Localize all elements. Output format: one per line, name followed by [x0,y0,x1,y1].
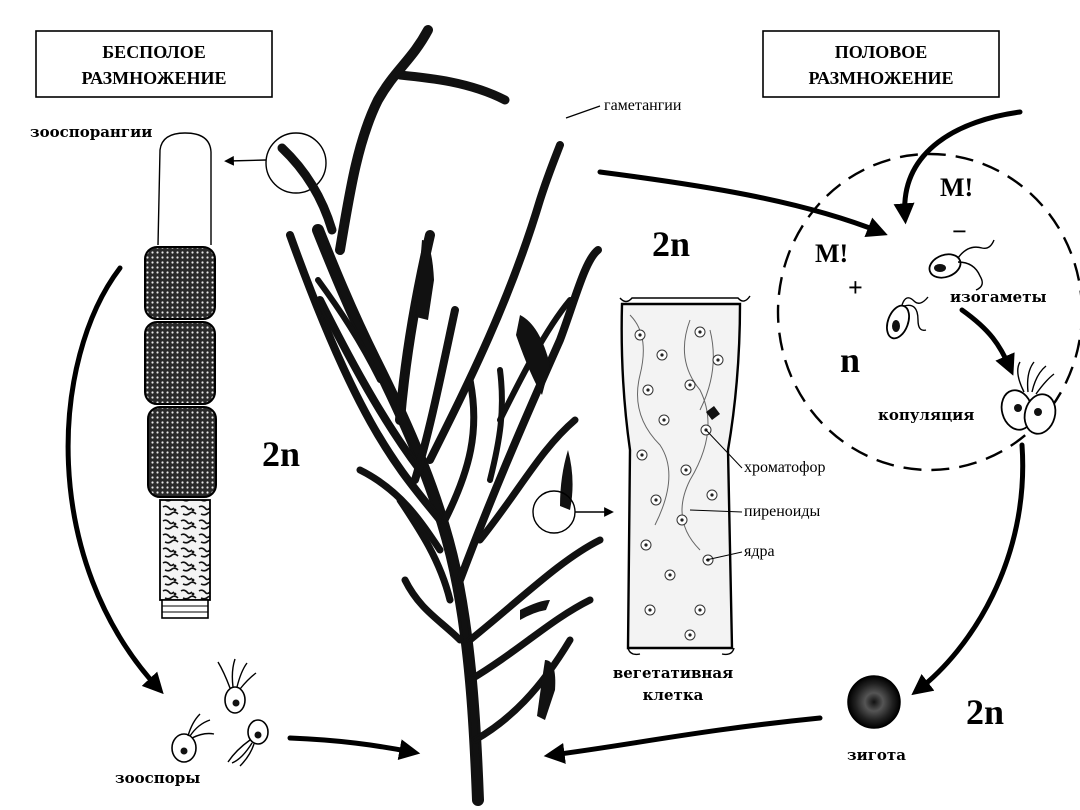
arrow-isogametes-to-copulation [959,307,1015,376]
chromatophore-label: хроматофор [744,459,826,476]
zoospore-top [217,658,257,714]
arrow-zoospores-to-thallus [287,735,421,760]
ploidy-left: 2n [262,434,300,474]
sexual-box-line2: РАЗМНОЖЕНИЕ [808,68,953,88]
sexual-reproduction-box: ПОЛОВОЕ РАЗМНОЖЕНИЕ [762,30,1000,98]
zoosporangium-filament [144,132,217,619]
plus-sign: + [848,273,863,302]
chromatophore-pointer [705,429,743,469]
branching-thallus [277,25,604,806]
nuclei-pointer [705,551,743,561]
vegetative-cell-label-line2: клетка [643,686,704,704]
isogamete-plus [886,296,929,340]
haploid-phase-oval [776,152,1080,472]
minus-sign: − [952,217,967,246]
zoosporangia-label: зооспорангии [30,123,152,141]
zoospore-left [171,713,215,763]
vegetative-cell-label-line1: вегетативная [613,664,733,682]
pyrenoids-label: пиреноиды [744,503,820,520]
meiosis-mark-top: М! [940,173,973,202]
arrow-copulation-to-zygote [911,442,1026,696]
zoosporangia-callout-circle [265,132,327,194]
arrow-into-oval-top [893,109,1023,225]
arrow-to-isogametes [597,169,888,238]
sexual-box-line1: ПОЛОВОЕ [835,42,928,62]
zoosporangia-pointer [224,155,267,166]
meiosis-mark-left: М! [815,239,848,268]
zoospore-right [227,719,269,767]
arrow-sporangium-to-zoospores [65,265,164,695]
ploidy-center: 2n [652,224,690,264]
isogamete-minus [928,239,995,291]
asexual-box-line1: БЕСПОЛОЕ [102,42,205,62]
isogametes-label: изогаметы [950,288,1047,306]
nuclei-label: ядра [744,543,775,560]
ploidy-haploid: n [840,340,860,380]
asexual-reproduction-box: БЕСПОЛОЕ РАЗМНОЖЕНИЕ [35,30,273,98]
copulating-gametes [1000,361,1057,435]
gametangia-pointer [565,105,601,119]
copulation-label: копуляция [878,406,974,424]
asexual-box-line2: РАЗМНОЖЕНИЕ [81,68,226,88]
zoospores-label: зооспоры [115,769,200,787]
zygote-cell [847,675,901,729]
arrow-zygote-to-thallus [543,715,823,764]
zygote-label: зигота [847,746,906,764]
pyrenoids-pointer [689,509,743,513]
gametangia-label: гаметангии [604,97,682,114]
vegetative-cell-callout-circle [532,490,576,534]
vegetative-cell [619,295,751,656]
ploidy-zygote-side: 2n [966,692,1004,732]
